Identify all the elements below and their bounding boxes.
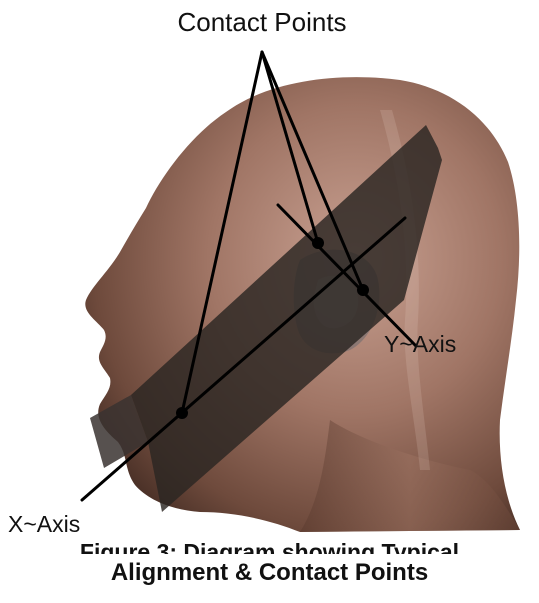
y-axis-line: [276, 203, 418, 348]
skin-highlight: [380, 110, 430, 470]
device-band: [90, 395, 148, 468]
contact-point-dot: [312, 237, 324, 249]
contact-point-markers: [176, 237, 369, 419]
leader-line-3: [260, 50, 365, 292]
caption-line-2: Alignment & Contact Points: [110, 559, 429, 586]
alignment-device: [90, 125, 442, 512]
contact-points-label: Contact Points: [177, 7, 346, 37]
contact-point-dot: [357, 284, 369, 296]
device-bar: [131, 125, 442, 512]
neck-shading: [300, 420, 520, 532]
x-axis-label: X~Axis: [8, 511, 80, 537]
leader-line-2: [260, 50, 320, 245]
caption-line-1: Figure 3: Diagram showing Typical: [79, 539, 460, 554]
annotation-lines: [80, 50, 418, 502]
y-axis-label: Y~Axis: [384, 331, 456, 357]
contact-point-dot: [176, 407, 188, 419]
leader-line-1: [180, 50, 264, 415]
